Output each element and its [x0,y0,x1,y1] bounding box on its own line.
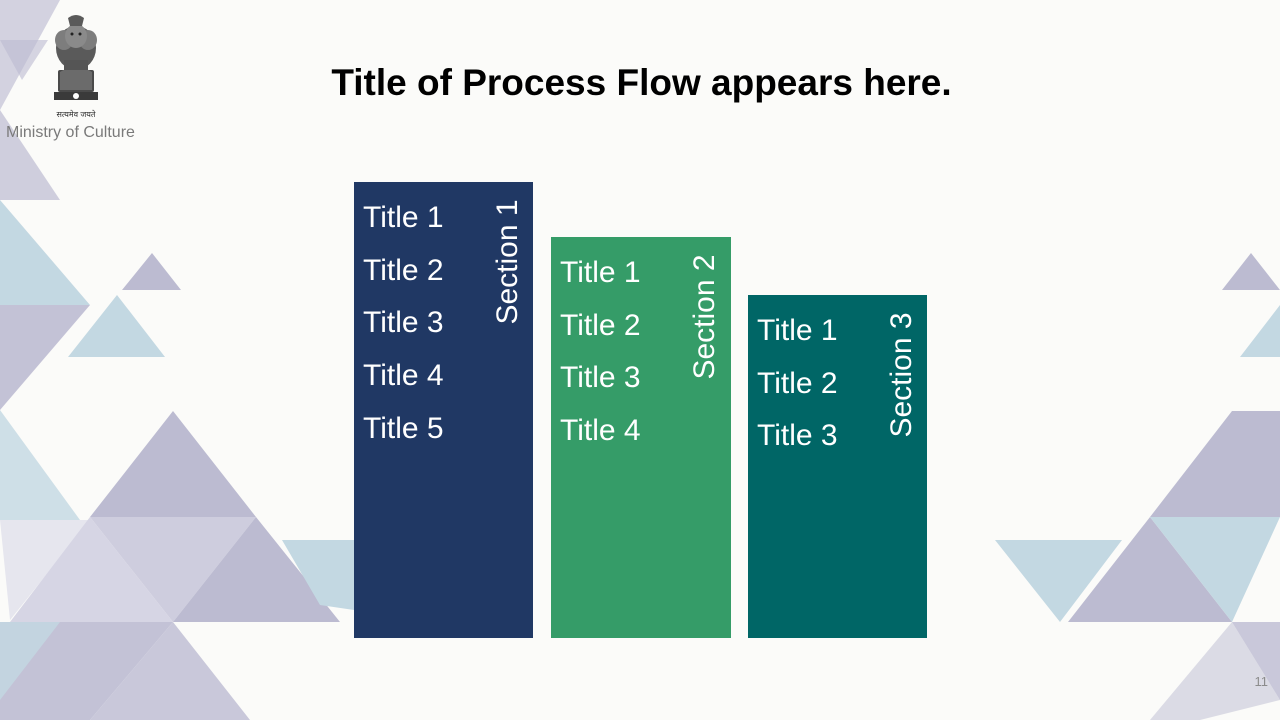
list-item: Title 3 [560,361,641,395]
section-3-items: Title 1 Title 2 Title 3 [757,305,838,463]
section-2-items: Title 1 Title 2 Title 3 Title 4 [560,247,641,458]
list-item: Title 4 [363,359,444,393]
slide-title: Title of Process Flow appears here. [331,62,952,103]
list-item: Title 3 [757,419,838,453]
section-3-label: Section 3 [885,312,918,437]
section-2-label-svg: Section 2 [688,254,721,379]
emblem-motto: सत्यमेव जयते [56,110,96,119]
org-name: Ministry of Culture [6,124,135,141]
list-item: Title 1 [757,314,838,347]
page-number: 11 [1254,674,1269,689]
list-item: Title 2 [363,253,444,287]
section-1-box: Title 1 Title 2 Title 3 Title 4 Title 5 … [354,182,533,638]
section-1-items: Title 1 Title 2 Title 3 Title 4 Title 5 [363,192,444,456]
list-item: Title 5 [363,411,444,445]
section-1-label: Section 1 [491,199,524,324]
national-emblem-logo [54,15,98,100]
list-item: Title 3 [363,306,444,340]
section-2-label: Section 2 [688,254,721,379]
list-item: Title 2 [560,308,641,342]
section-1-label-svg: Section 1 [491,199,524,324]
section-3-label-svg: Section 3 [885,312,918,437]
section-3-box: Title 1 Title 2 Title 3 Section 3 [748,295,927,638]
list-item: Title 1 [363,201,444,234]
section-2-box: Title 1 Title 2 Title 3 Title 4 Section … [551,237,731,638]
list-item: Title 2 [757,366,838,400]
list-item: Title 4 [560,414,641,448]
list-item: Title 1 [560,256,641,289]
